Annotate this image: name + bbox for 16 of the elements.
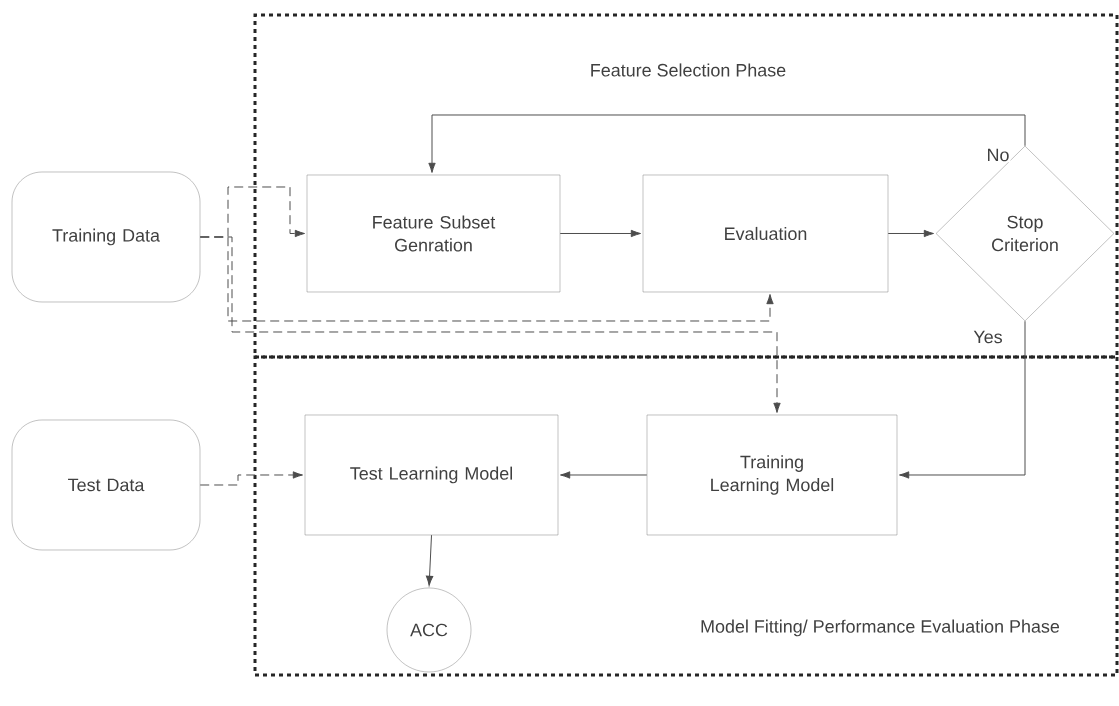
data-box: Test Data (11, 419, 201, 551)
arrow (560, 471, 648, 479)
process-box: Evaluation (642, 174, 889, 293)
edge-label: No (985, 147, 1011, 163)
arrow (887, 229, 934, 238)
process-box: Training Learning Model (646, 414, 898, 536)
arrow (899, 320, 1026, 479)
edge-label: Yes (972, 329, 1004, 345)
process-box: Test Learning Model (304, 414, 559, 536)
arrow (199, 471, 303, 486)
arrow (559, 229, 641, 238)
arrow (428, 114, 1026, 173)
process-box: Feature Subset Genration (306, 174, 561, 293)
arrow (199, 236, 781, 413)
data-box: Training Data (11, 171, 201, 303)
arrow (425, 534, 434, 586)
